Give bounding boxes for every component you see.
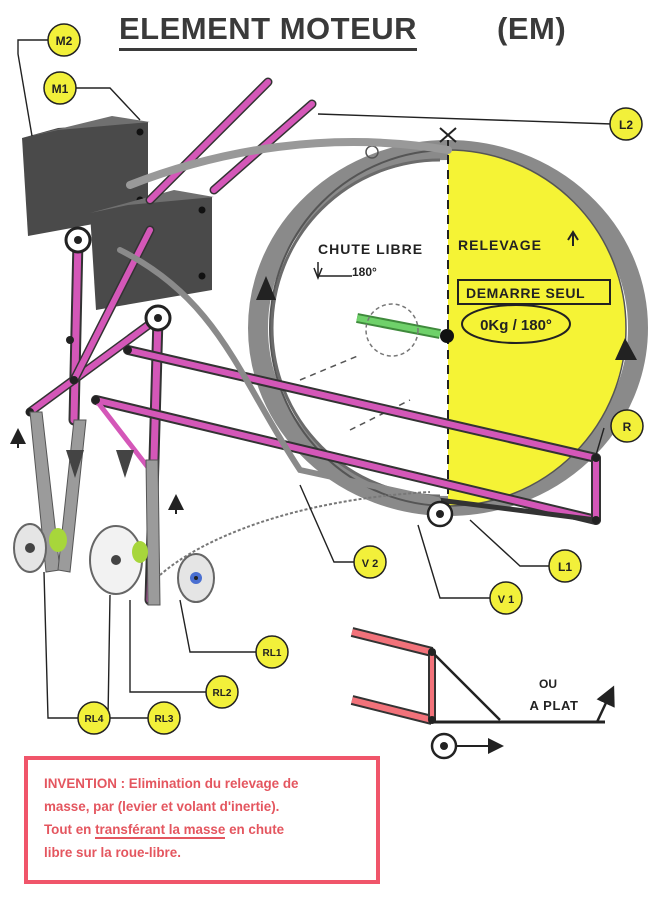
invention-line-3-a: Tout en <box>44 822 96 837</box>
svg-text:M1: M1 <box>52 82 69 96</box>
joint-dots <box>26 336 600 524</box>
label-v1: V 1 <box>489 581 523 615</box>
freewheel-icon <box>13 523 67 573</box>
inset-variant: OU A PLAT <box>350 627 615 760</box>
label-rl4: RL4 <box>77 701 111 735</box>
svg-text:RL2: RL2 <box>213 688 232 699</box>
svg-text:L2: L2 <box>619 118 633 132</box>
page-title: ELEMENT MOTEUR (EM) <box>115 10 655 54</box>
pulley-lower <box>144 304 172 332</box>
flywheel-small-icon <box>89 525 148 595</box>
hub-icon <box>440 329 454 343</box>
invention-line-3-c: en chute <box>225 822 285 837</box>
title-main: ELEMENT MOTEUR <box>119 10 418 51</box>
svg-text:V 1: V 1 <box>498 594 515 606</box>
title-abbr: (EM) <box>497 11 567 46</box>
mass-note-ellipse <box>461 304 571 344</box>
svg-text:RL3: RL3 <box>155 714 174 725</box>
svg-text:R: R <box>623 420 632 434</box>
pulley-upper <box>64 226 92 254</box>
motion-arrows <box>10 428 184 514</box>
invention-line-4: libre sur la roue-libre. <box>44 845 181 860</box>
label-m1: M1 <box>43 71 77 105</box>
relevage-half <box>448 150 626 506</box>
angle-180-label: 180° <box>352 265 377 279</box>
label-l2: L2 <box>609 107 643 141</box>
svg-text:RL4: RL4 <box>85 714 104 725</box>
label-v2: V 2 <box>353 545 387 579</box>
label-rl2: RL2 <box>205 675 239 709</box>
invention-note: INVENTION : Elimination du relevage de m… <box>24 756 380 884</box>
rotation-arrow-left <box>256 276 276 300</box>
label-m2: M2 <box>47 23 81 57</box>
svg-text:M2: M2 <box>56 34 73 48</box>
invention-line-2: masse, par (levier et volant d'inertie). <box>44 799 280 814</box>
scissors-icon <box>439 127 457 143</box>
mass-m1 <box>90 190 214 310</box>
label-rl3: RL3 <box>147 701 181 735</box>
gear-wheel-icon <box>177 553 215 603</box>
svg-text:L1: L1 <box>558 560 572 574</box>
demarre-seul-label: DEMARRE SEUL <box>466 285 585 301</box>
demarre-seul-box <box>457 279 611 305</box>
axle-circle-icon <box>426 500 454 528</box>
invention-line-3-b: transférant la masse <box>95 822 226 839</box>
svg-text:V 2: V 2 <box>362 558 379 570</box>
inset-ou-label: OU <box>539 677 557 691</box>
invention-line-3: Tout en transférant la masse en chute <box>44 818 364 841</box>
inset-a-plat-label: A PLAT <box>529 698 578 713</box>
invention-line-1: INVENTION : Elimination du relevage de <box>44 776 299 791</box>
label-l1: L1 <box>548 549 582 583</box>
label-rl1: RL1 <box>255 635 289 669</box>
chain <box>159 491 431 576</box>
chute-libre-label: CHUTE LIBRE <box>318 241 423 257</box>
relevage-label: RELEVAGE <box>458 237 542 253</box>
rotation-arrow-right <box>615 338 637 360</box>
svg-text:RL1: RL1 <box>263 648 282 659</box>
relevage-up-arrow <box>567 230 579 246</box>
green-shaft <box>356 315 441 337</box>
label-r: R <box>610 409 644 443</box>
mass-note-label: 0Kg / 180° <box>480 317 552 334</box>
rack-right <box>145 459 161 606</box>
